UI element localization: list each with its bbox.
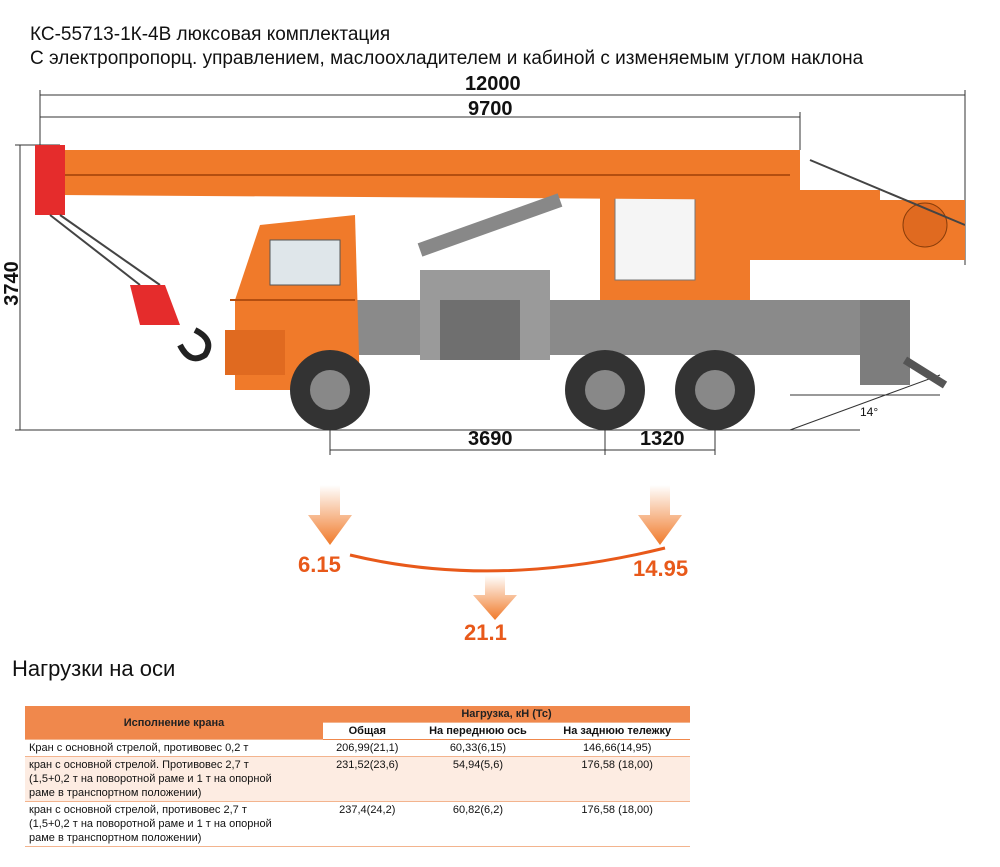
- header-front: На переднюю ось: [411, 722, 545, 740]
- cell-total: 237,4(24,2): [323, 801, 412, 847]
- dimension-height: 3740: [0, 261, 23, 306]
- axle-load-table: Исполнение крана Нагрузка, кН (Тс) Общая…: [25, 706, 690, 847]
- crane-diagram: [15, 90, 966, 455]
- truck-chassis: [330, 270, 948, 389]
- dimension-overall-length: 12000: [465, 73, 521, 95]
- axle-load-section-title: Нагрузки на оси: [12, 656, 176, 681]
- cell-rear: 176,58 (18,00): [544, 801, 690, 847]
- cell-front: 60,33(6,15): [411, 739, 545, 757]
- table-subheader-row: Общая На переднюю ось На заднюю тележку: [25, 722, 690, 740]
- cell-total: 231,52(23,6): [323, 756, 412, 802]
- cell-variant: Кран с основной стрелой, противовес 0,2 …: [25, 739, 323, 757]
- header-total: Общая: [323, 722, 412, 740]
- crane-boom: [35, 145, 966, 257]
- cell-variant: кран с основной стрелой, противовес 2,7 …: [25, 801, 323, 847]
- table-row: кран с основной стрелой. Противовес 2,7 …: [25, 756, 690, 802]
- cell-front: 54,94(5,6): [411, 756, 545, 802]
- dimension-angle: 14°: [860, 405, 879, 419]
- dimension-wheelbase-front: 3690: [468, 428, 513, 450]
- table-row: Кран с основной стрелой, противовес 0,2 …: [25, 739, 690, 757]
- cell-front: 60,82(6,2): [411, 801, 545, 847]
- axle-load-diagram: [308, 485, 682, 620]
- truck-cab: [225, 215, 360, 390]
- cell-total: 206,99(21,1): [323, 739, 412, 757]
- header-variant: Исполнение крана: [25, 706, 323, 740]
- crane-hook: [49, 214, 212, 362]
- title-model: КС-55713-1К-4В люксовая комплектация: [30, 24, 391, 45]
- front-load-arrow: [308, 485, 352, 545]
- header-rear: На заднюю тележку: [544, 722, 690, 740]
- total-load-value: 21.1: [464, 620, 507, 645]
- front-load-value: 6.15: [298, 552, 341, 577]
- wheels: [290, 350, 755, 430]
- header-load: Нагрузка, кН (Тс): [323, 706, 690, 723]
- load-curve: [349, 546, 666, 573]
- rear-load-arrow: [638, 485, 682, 545]
- dimension-wheelbase-rear: 1320: [640, 428, 685, 450]
- title-description: С электропропорц. управлением, маслоохла…: [30, 48, 864, 69]
- table-row: кран с основной стрелой, противовес 2,7 …: [25, 801, 690, 847]
- total-load-arrow: [473, 575, 517, 620]
- cell-rear: 146,66(14,95): [544, 739, 690, 757]
- dimension-lines: [15, 90, 966, 455]
- table-header-row: Исполнение крана Нагрузка, кН (Тс): [25, 706, 690, 740]
- cell-variant: кран с основной стрелой. Противовес 2,7 …: [25, 756, 323, 802]
- cell-rear: 176,58 (18,00): [544, 756, 690, 802]
- rear-load-value: 14.95: [633, 556, 689, 581]
- dimension-boom-length: 9700: [468, 98, 513, 120]
